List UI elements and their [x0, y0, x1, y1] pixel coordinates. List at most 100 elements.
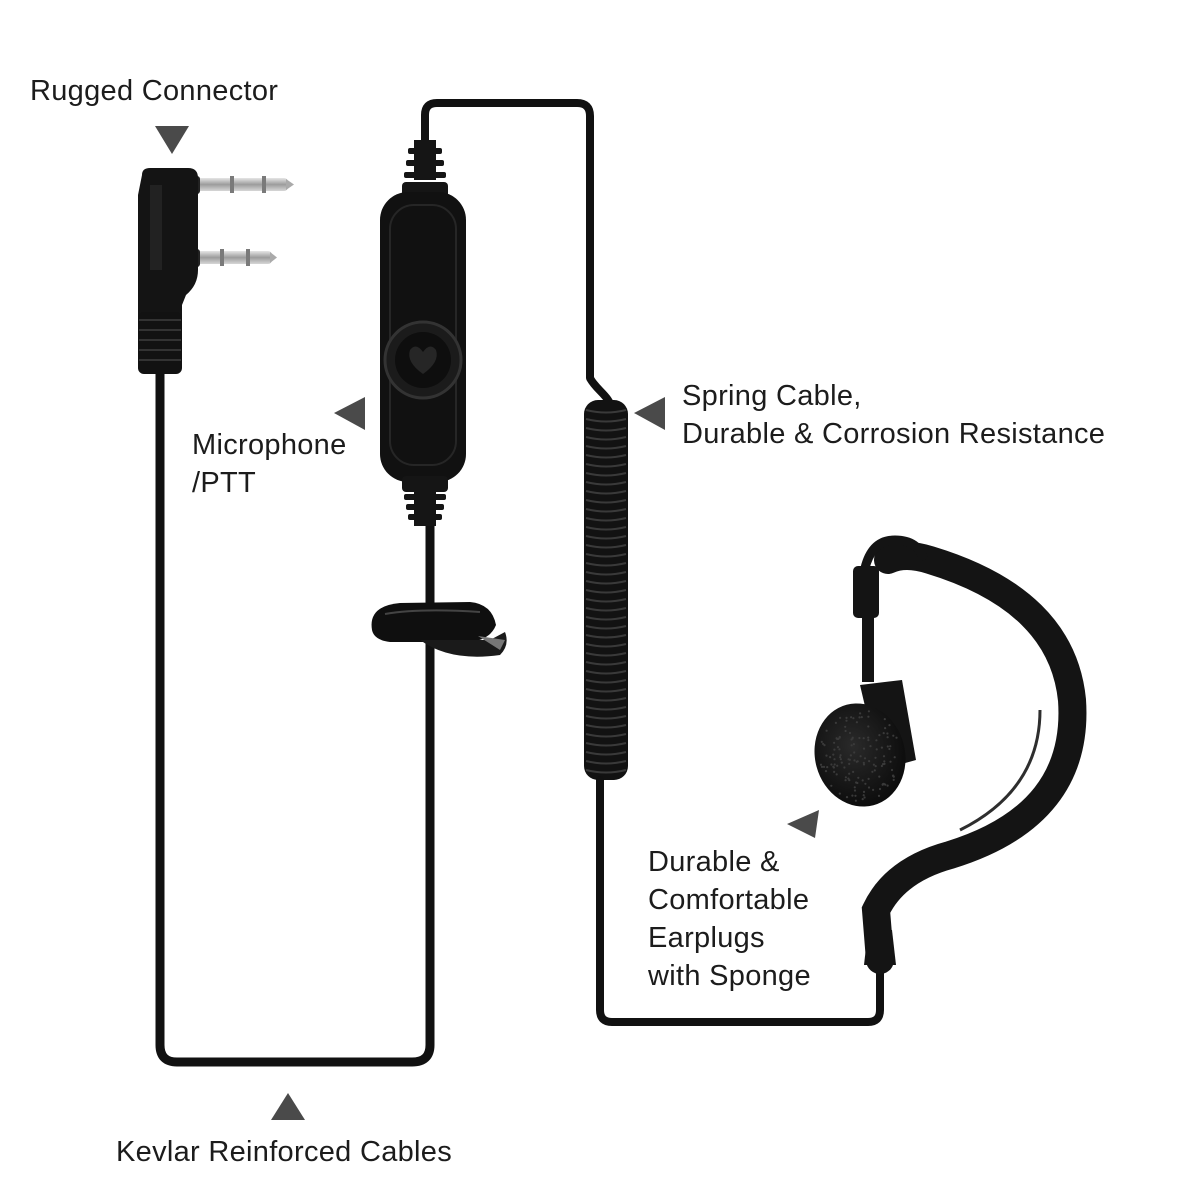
sponge-texture — [852, 770, 855, 774]
sponge-texture — [889, 760, 892, 763]
coil-ring — [585, 634, 627, 639]
sponge-texture — [878, 787, 882, 791]
sponge-texture — [892, 734, 895, 737]
coil-ring — [585, 769, 627, 774]
sponge-texture — [862, 747, 866, 750]
coil-ring — [585, 715, 627, 720]
sponge-texture — [822, 765, 826, 769]
coil-ring — [585, 688, 627, 693]
sponge-texture — [892, 774, 895, 777]
coil-ring — [585, 598, 627, 603]
sponge-texture — [878, 775, 881, 778]
coil-ring — [585, 526, 627, 531]
label-rugged-connector: Rugged Connector — [30, 75, 279, 107]
sponge-texture — [839, 754, 842, 757]
sponge-texture — [838, 748, 841, 751]
sponge-texture — [868, 760, 871, 763]
sponge-texture — [886, 784, 889, 787]
sponge-texture — [851, 794, 854, 797]
two-pin-plug-icon — [138, 168, 294, 374]
sponge-texture — [877, 794, 881, 798]
sponge-texture — [830, 784, 833, 787]
sponge-texture — [850, 744, 853, 747]
sponge-texture — [857, 776, 860, 779]
sponge-texture — [854, 794, 857, 797]
coil-ring — [585, 571, 627, 576]
label-spring-cable: Spring Cable, Durable & Corrosion Resist… — [682, 377, 1105, 453]
sponge-texture — [835, 737, 838, 740]
sponge-texture — [886, 745, 889, 748]
sponge-texture — [852, 743, 856, 746]
sponge-texture — [867, 777, 870, 781]
coil-ring — [585, 436, 627, 441]
sponge-texture — [839, 758, 843, 761]
sponge-texture — [886, 736, 889, 739]
sponge-texture — [888, 747, 891, 751]
sponge-texture — [881, 763, 885, 766]
sponge-texture — [851, 736, 854, 739]
coil-ring — [585, 454, 627, 459]
ptt-microphone-icon — [380, 140, 466, 526]
sponge-texture — [826, 766, 829, 769]
coil-ring — [585, 508, 627, 513]
coil-ring — [585, 670, 627, 675]
sponge-texture — [843, 766, 846, 769]
coil-ring — [585, 499, 627, 504]
sponge-texture — [860, 716, 863, 719]
sponge-texture — [882, 732, 885, 735]
sponge-texture — [858, 736, 861, 740]
sponge-texture — [888, 724, 891, 727]
sponge-texture — [849, 754, 853, 757]
coil-ring — [585, 679, 627, 684]
sponge-texture — [882, 755, 886, 758]
sponge-texture — [833, 763, 836, 766]
triangle-icon — [634, 397, 665, 430]
sponge-texture — [844, 725, 847, 728]
coil-ring — [585, 517, 627, 522]
triangle-icon — [334, 397, 365, 430]
sponge-texture — [820, 765, 824, 769]
sponge-texture — [862, 737, 865, 740]
label-kevlar-cables: Kevlar Reinforced Cables — [116, 1136, 453, 1168]
coil-ring — [585, 661, 627, 666]
sponge-texture — [859, 712, 862, 715]
triangle-icon — [155, 126, 189, 154]
sponge-texture — [862, 790, 866, 794]
sponge-texture — [848, 731, 852, 735]
lapel-clip-icon — [371, 602, 507, 657]
sponge-texture — [848, 762, 851, 766]
sponge-texture — [833, 748, 836, 751]
coil-ring — [585, 418, 627, 423]
coil-ring — [585, 553, 627, 558]
sponge-texture — [824, 770, 828, 773]
sponge-texture — [844, 729, 847, 733]
sponge-texture — [867, 725, 870, 728]
sponge-texture — [864, 782, 867, 785]
coil-ring — [585, 751, 627, 756]
sponge-texture — [878, 734, 881, 737]
sponge-texture — [890, 768, 894, 772]
sponge-texture — [855, 760, 858, 763]
sponge-texture — [832, 766, 836, 769]
sponge-texture — [832, 753, 835, 756]
sponge-texture — [853, 759, 856, 762]
sponge-texture — [871, 770, 874, 773]
coil-ring — [585, 643, 627, 648]
sponge-texture — [855, 721, 859, 724]
sponge-texture — [893, 756, 896, 759]
label-line: Comfortable — [648, 884, 810, 916]
coil-ring — [585, 607, 627, 612]
sponge-texture — [845, 796, 849, 799]
sponge-texture — [833, 741, 836, 744]
coil-ring — [585, 580, 627, 585]
coil-ring — [585, 445, 627, 450]
sponge-texture — [872, 763, 876, 766]
sponge-texture — [867, 710, 871, 713]
label-line: with Sponge — [648, 960, 811, 992]
sponge-texture — [875, 748, 878, 751]
upper-cable — [421, 99, 594, 382]
coil-ring — [585, 463, 627, 468]
sponge-texture — [875, 739, 878, 742]
